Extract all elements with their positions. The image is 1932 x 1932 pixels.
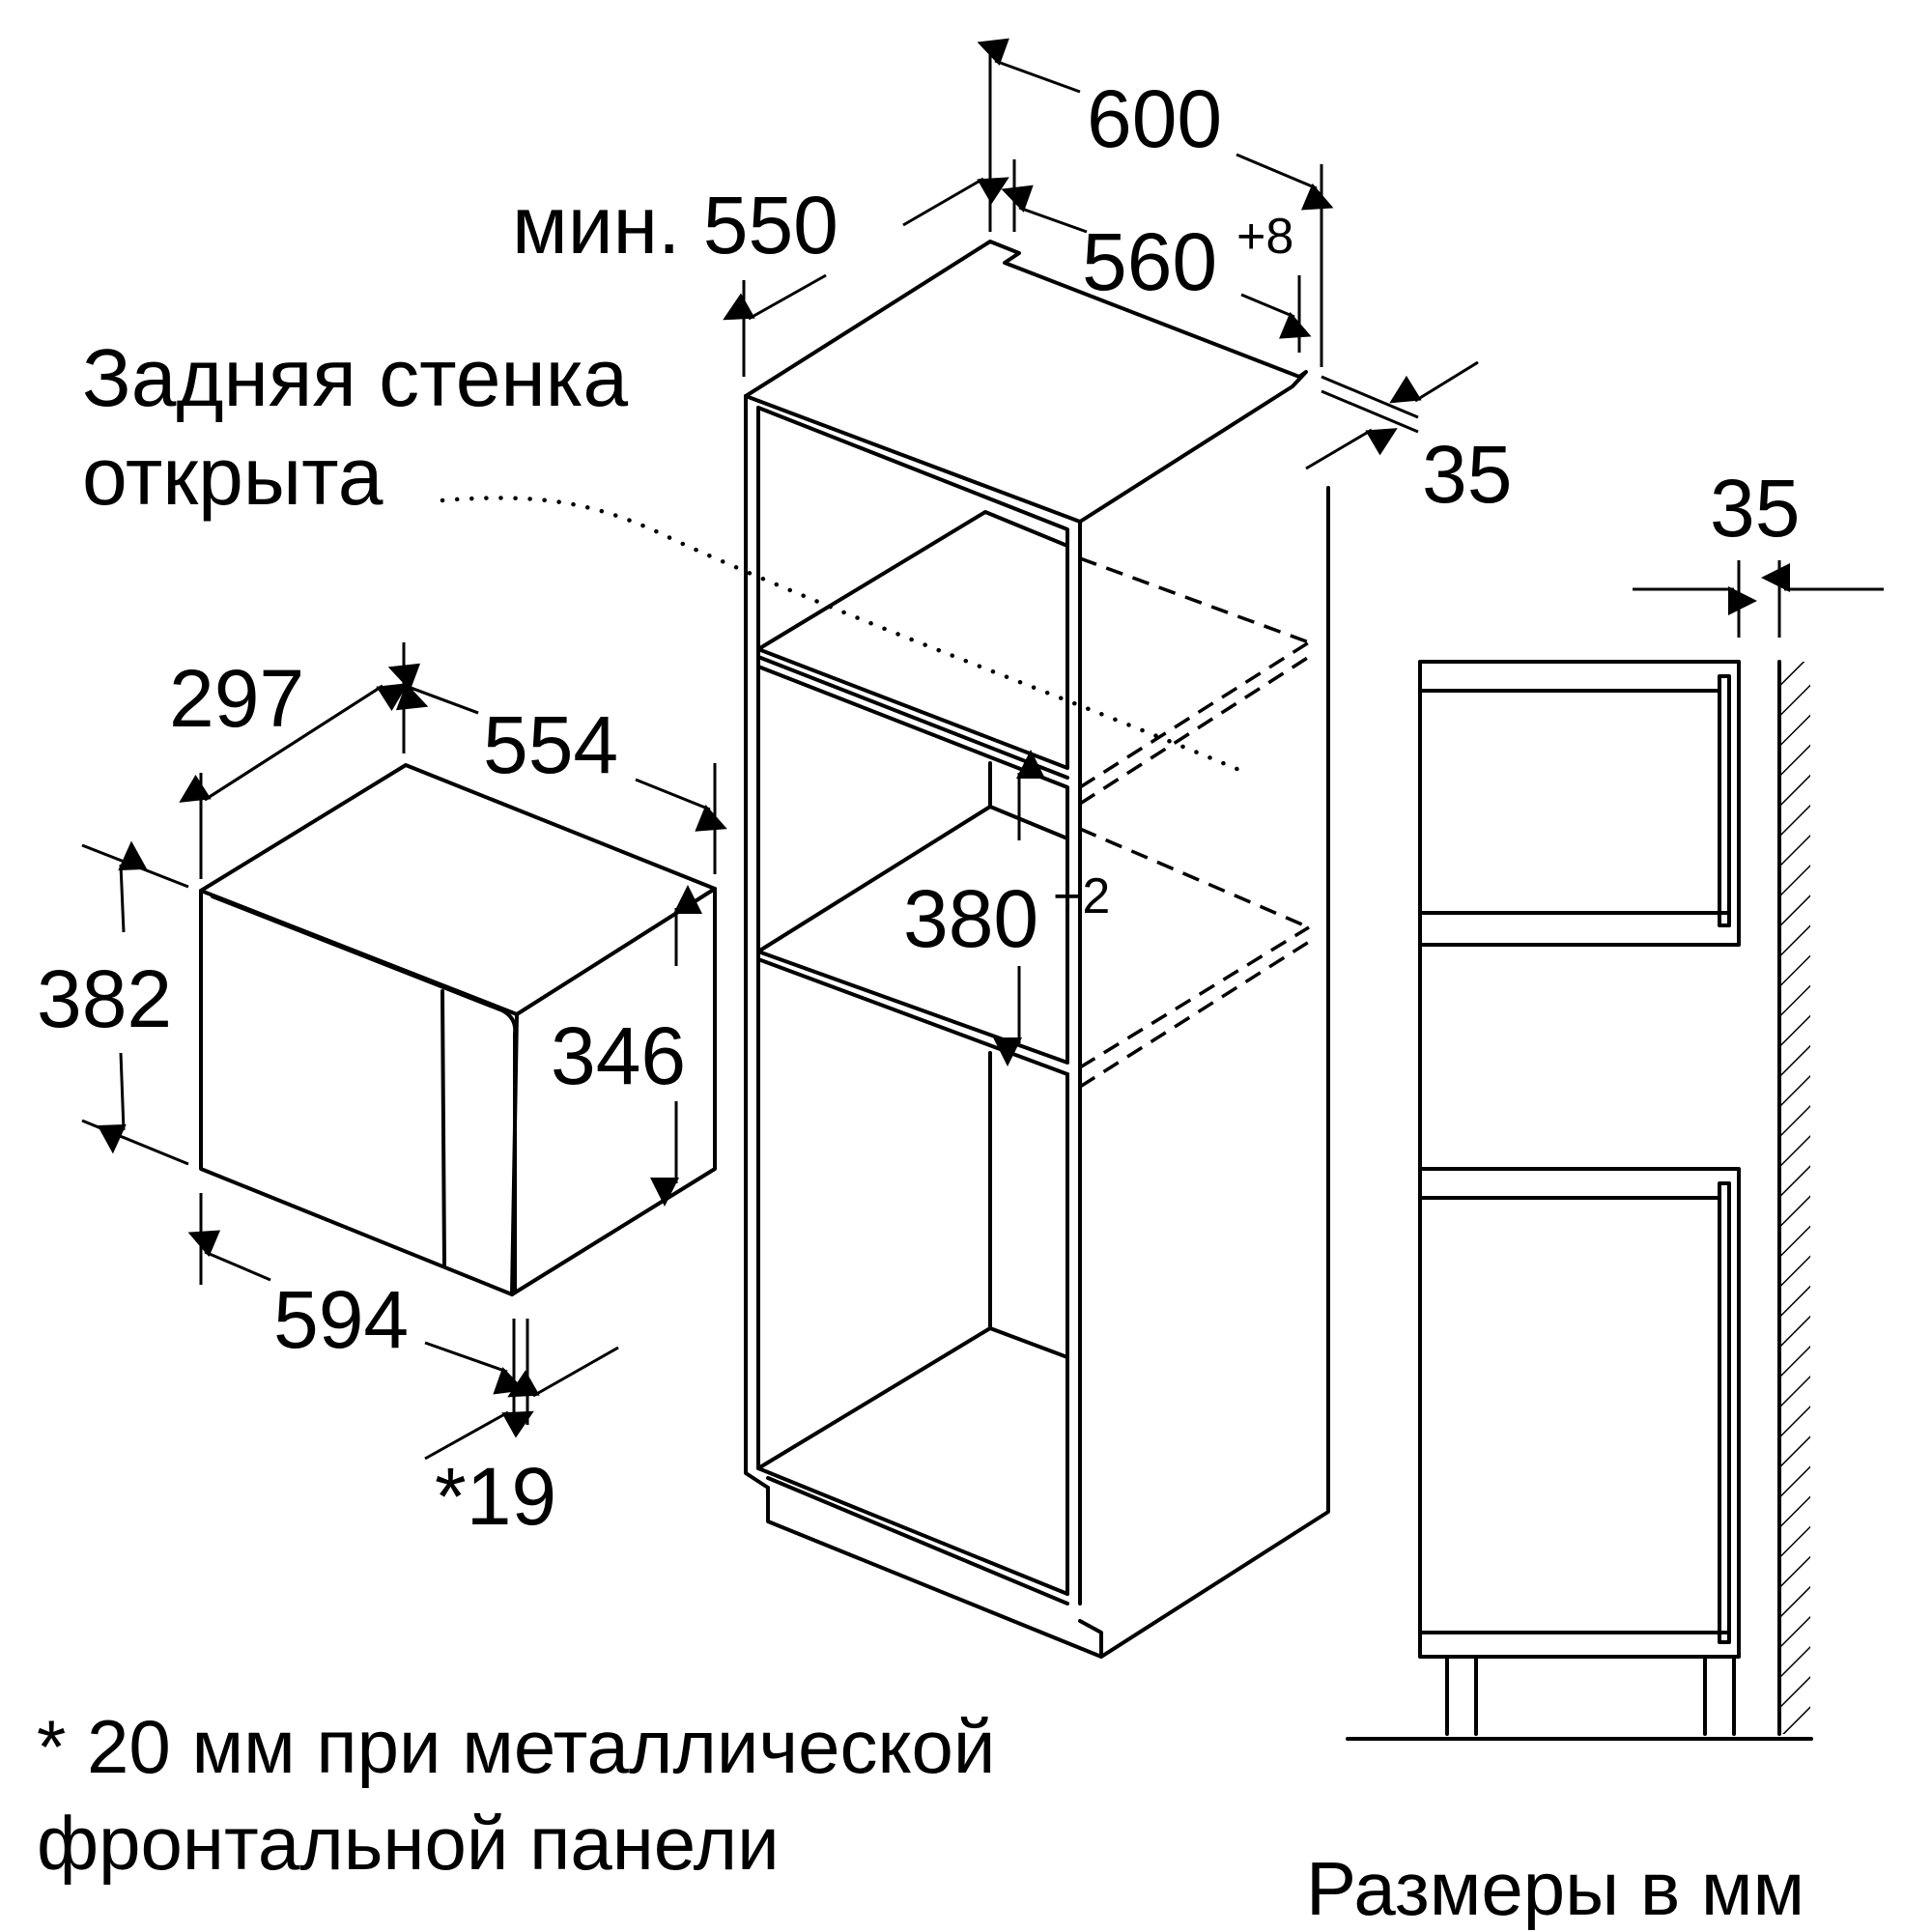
appliance-width-dim: 594 [273, 1274, 409, 1365]
niche-height-dim: 380 [903, 873, 1038, 964]
front-offset-dim: *19 [435, 1451, 556, 1542]
cabinet-width-dim: 600 [1087, 73, 1222, 164]
niche-height-tolerance: +2 [1053, 868, 1110, 924]
niche-width-dim: 560 [1082, 216, 1217, 307]
rear-wall-label-line2: открыта [82, 431, 384, 522]
cabinet-drawing [440, 240, 1330, 1659]
min-depth-label: мин. 550 [512, 180, 838, 270]
rear-wall-label-line1: Задняя стенка [82, 332, 628, 423]
labels: Задняя стенка открыта мин. 550 297 554 3… [37, 73, 1804, 1931]
appliance-depth-dim: 297 [169, 653, 304, 744]
footnote-line1: * 20 мм при металлической [37, 1704, 995, 1789]
niche-width-tolerance: +8 [1236, 209, 1293, 265]
appliance-dimensions [81, 642, 727, 1461]
side-gap-dim: 35 [1422, 429, 1512, 520]
wall-gap-dim: 35 [1710, 463, 1800, 554]
appliance-side-depth-dim: 554 [483, 699, 618, 790]
side-view-drawing [1346, 560, 1884, 1741]
units-label: Размеры в мм [1306, 1846, 1804, 1931]
footnote-line2: фронтальной панели [37, 1801, 780, 1886]
appliance-inner-height-dim: 346 [551, 1010, 686, 1101]
appliance-height-dim: 382 [37, 953, 172, 1044]
appliance-drawing [199, 763, 717, 1296]
cabinet-dimensions [723, 38, 1479, 1066]
